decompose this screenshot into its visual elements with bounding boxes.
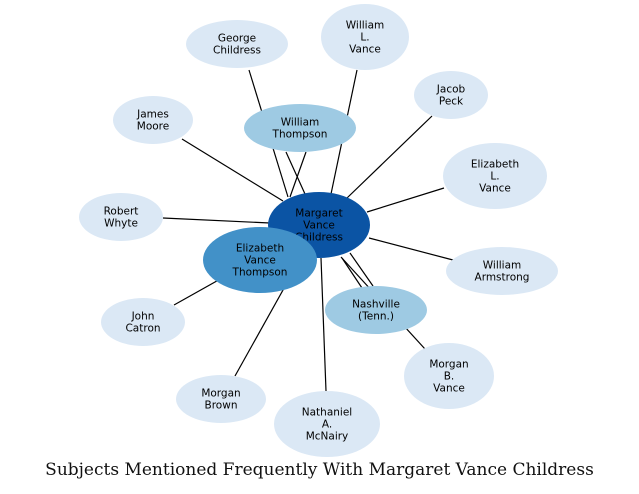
node-robert-whyte-label-1: Whyte [104, 218, 138, 230]
node-george-childress-label-0: George [218, 33, 256, 45]
node-nathaniel-a-mcnairy-shape [274, 391, 380, 457]
node-william-l-vance-label-2: Vance [349, 44, 381, 56]
edge-margaret-james-moore [181, 138, 284, 202]
node-nashville: Nashville(Tenn.) [325, 286, 427, 334]
diagram-caption: Subjects Mentioned Frequently With Marga… [45, 460, 594, 480]
node-elizabeth-l-vance-shape [443, 143, 547, 209]
edge-margaret-nathaniel-a-mcnairy [320, 257, 327, 392]
node-nashville-label-1: (Tenn.) [358, 311, 394, 323]
node-nashville-shape [325, 286, 427, 334]
node-george-childress-shape [186, 20, 288, 68]
node-nashville-label-0: Nashville [352, 299, 400, 311]
node-james-moore-shape [113, 96, 193, 144]
edge-margaret-william-thompson [289, 151, 307, 198]
node-elizabeth-l-vance-label-1: L. [490, 171, 499, 183]
node-john-catron-label-0: John [131, 311, 155, 323]
node-morgan-brown-shape [176, 375, 266, 423]
node-william-l-vance-label-1: L. [360, 32, 369, 44]
node-elizabeth-vance-thompson-shape [203, 227, 317, 293]
edge-margaret-elizabeth-l-vance [366, 187, 445, 213]
node-nathaniel-a-mcnairy-label-1: A. [322, 419, 332, 431]
node-william-thompson-shape [244, 104, 356, 152]
edge-margaret-nashville [349, 252, 374, 287]
node-nathaniel-a-mcnairy-label-0: Nathaniel [302, 407, 352, 419]
node-jacob-peck-label-0: Jacob [436, 84, 466, 96]
node-elizabeth-vance-thompson-label-1: Vance [244, 255, 276, 267]
edge-margaret-william-thompson [285, 151, 306, 195]
edge-margaret-jacob-peck [346, 115, 433, 199]
node-morgan-b-vance-label-1: B. [444, 371, 455, 383]
node-william-armstrong-label-0: William [483, 260, 521, 272]
node-elizabeth-vance-thompson-label-0: Elizabeth [236, 243, 284, 255]
node-george-childress-label-1: Childress [213, 45, 261, 57]
edge-margaret-william-armstrong [368, 237, 454, 261]
edge-margaret-nashville [341, 257, 363, 289]
node-margaret-label-2: Childress [295, 232, 343, 244]
node-morgan-b-vance-label-2: Vance [433, 383, 465, 395]
node-james-moore-label-1: Moore [137, 121, 169, 133]
node-morgan-brown-label-1: Brown [205, 400, 238, 412]
node-jacob-peck-shape [414, 71, 488, 119]
node-jacob-peck-label-1: Peck [439, 96, 464, 108]
node-william-l-vance-label-0: William [346, 20, 384, 32]
node-robert-whyte-shape [79, 193, 163, 241]
node-morgan-brown-label-0: Morgan [201, 388, 240, 400]
node-margaret-label-0: Margaret [295, 208, 342, 220]
node-william-thompson-label-0: William [281, 117, 319, 129]
node-james-moore-label-0: James [136, 109, 169, 121]
node-elizabeth-l-vance-label-0: Elizabeth [471, 159, 519, 171]
node-elizabeth-l-vance-label-2: Vance [479, 183, 511, 195]
node-john-catron-shape [101, 298, 185, 346]
node-elizabeth-vance-thompson-label-2: Thompson [232, 267, 288, 279]
node-william-armstrong-label-1: Armstrong [475, 272, 530, 284]
node-nathaniel-a-mcnairy-label-2: McNairy [306, 431, 349, 443]
edge-margaret-robert-whyte [162, 217, 271, 224]
node-margaret-label-1: Vance [303, 220, 335, 232]
node-morgan-b-vance-label-0: Morgan [429, 359, 468, 371]
node-morgan-b-vance-shape [404, 343, 494, 409]
nodes-layer: WilliamThompsonNashville(Tenn.)GeorgeChi… [79, 4, 558, 457]
node-john-catron-label-1: Catron [125, 323, 160, 335]
node-robert-whyte-label-0: Robert [104, 206, 139, 218]
node-william-l-vance-shape [321, 4, 409, 70]
node-william-armstrong-shape [446, 247, 558, 295]
node-william-thompson-label-1: Thompson [272, 129, 328, 141]
